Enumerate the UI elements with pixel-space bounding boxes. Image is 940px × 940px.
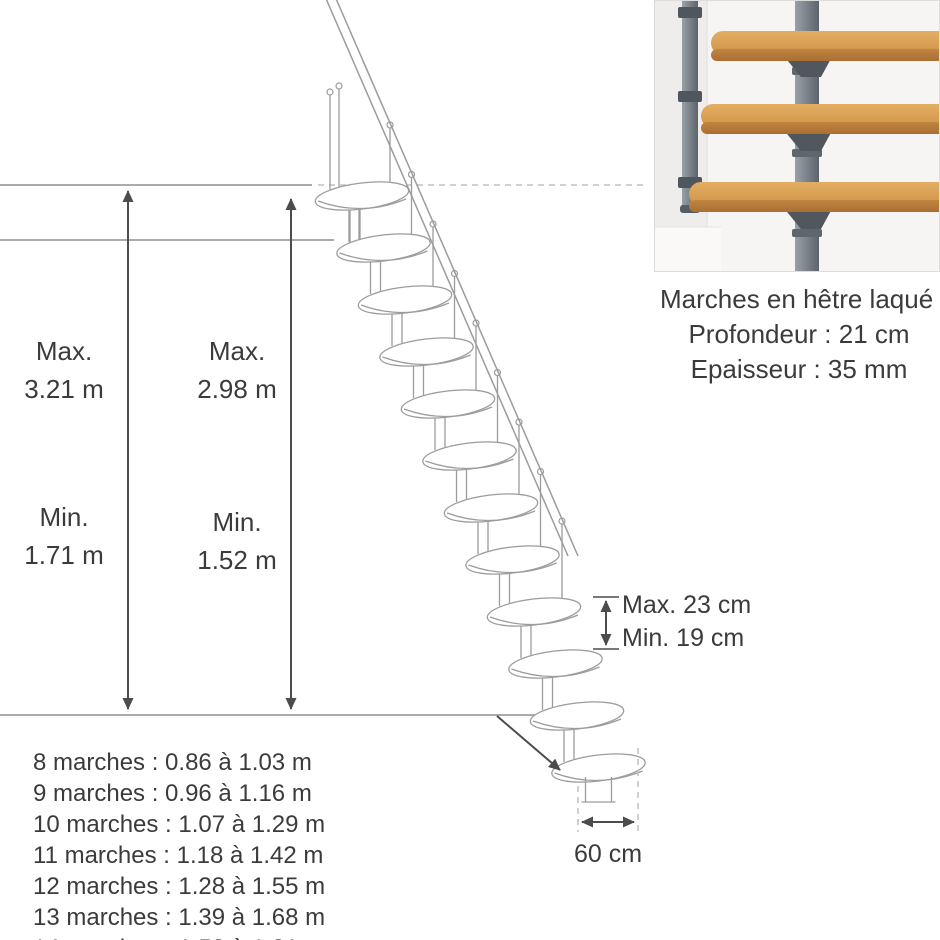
photo-caption-material: Marches en hêtre laqué	[660, 284, 934, 314]
total-height-max-value: 3.21 m	[24, 374, 104, 404]
under-ceiling-min-labels: Min. 1.52 m	[178, 503, 296, 579]
step-rise-min-label: Min. 19 cm	[622, 624, 745, 652]
photo-wood-treads	[689, 31, 939, 229]
under-ceiling-max-value: 2.98 m	[197, 374, 277, 404]
total-height-max-labels: Max. 3.21 m	[5, 332, 123, 408]
photo-rail-pole	[678, 1, 702, 213]
photo-caption-depth: Profondeur : 21 cm	[688, 319, 910, 349]
marches-option-9: 9 marches : 0.96 à 1.16 m	[33, 780, 312, 807]
photo-baseboard	[655, 227, 721, 271]
total-height-min-label: Min.	[39, 502, 89, 532]
marches-option-10: 10 marches : 1.07 à 1.29 m	[33, 811, 326, 838]
bottom-step-pointer-arrow	[496, 715, 561, 771]
photo-wall-corner	[655, 1, 707, 271]
marches-option-11: 11 marches : 1.18 à 1.42 m	[33, 842, 324, 869]
marches-option-13: 13 marches : 1.39 à 1.68 m	[33, 904, 326, 931]
step-rise-max-label: Max. 23 cm	[622, 591, 752, 619]
marches-options-list: 8 marches : 0.86 à 1.03 m 9 marches : 0.…	[33, 747, 325, 940]
under-ceiling-max-label: Max.	[208, 336, 266, 366]
total-height-min-value: 1.71 m	[24, 540, 104, 570]
step-rise-labels: Max. 23 cm Min. 19 cm	[622, 589, 751, 655]
total-height-min-labels: Min. 1.71 m	[5, 498, 123, 574]
step-width-label: 60 cm	[573, 840, 643, 868]
total-height-max-label: Max.	[35, 336, 93, 366]
marches-option-8: 8 marches : 0.86 à 1.03 m	[33, 749, 312, 776]
product-photo	[654, 0, 940, 272]
staircase-steps-drawing	[314, 82, 646, 803]
marches-option-12: 12 marches : 1.28 à 1.55 m	[33, 873, 326, 900]
product-photo-graphic	[655, 1, 939, 271]
under-ceiling-min-value: 1.52 m	[197, 545, 277, 575]
marches-option-14: 14 marches : 1.52 à 1.81 m	[33, 933, 325, 940]
photo-caption-thickness: Epaisseur : 35 mm	[690, 354, 908, 384]
handrail-drawing	[325, 0, 579, 557]
under-ceiling-min-label: Min.	[212, 507, 262, 537]
under-ceiling-max-labels: Max. 2.98 m	[178, 332, 296, 408]
